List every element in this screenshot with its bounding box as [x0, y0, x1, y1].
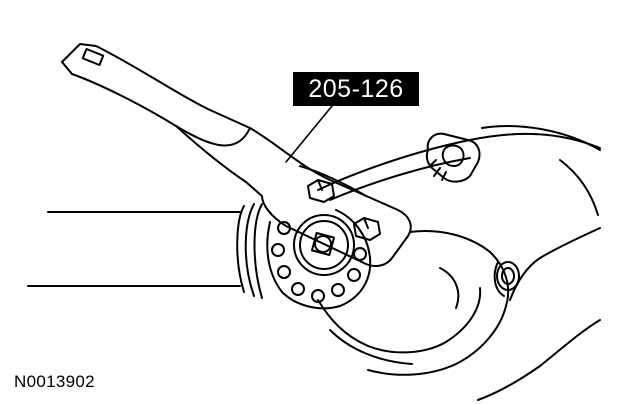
tool-callout-label: 205-126: [293, 72, 419, 106]
tool-bolt-right: [353, 217, 381, 241]
callout-leader-line: [285, 105, 333, 163]
figure-id-label: N0013902: [14, 372, 95, 391]
special-tool-bar: [61, 43, 412, 267]
axle-shaft-lines: [27, 211, 241, 287]
axle-flange: [236, 203, 263, 299]
housing-stud: [493, 261, 520, 297]
axle-housing: [317, 125, 601, 401]
housing-nut: [425, 132, 481, 183]
tool-bolt-upper: [307, 179, 335, 203]
